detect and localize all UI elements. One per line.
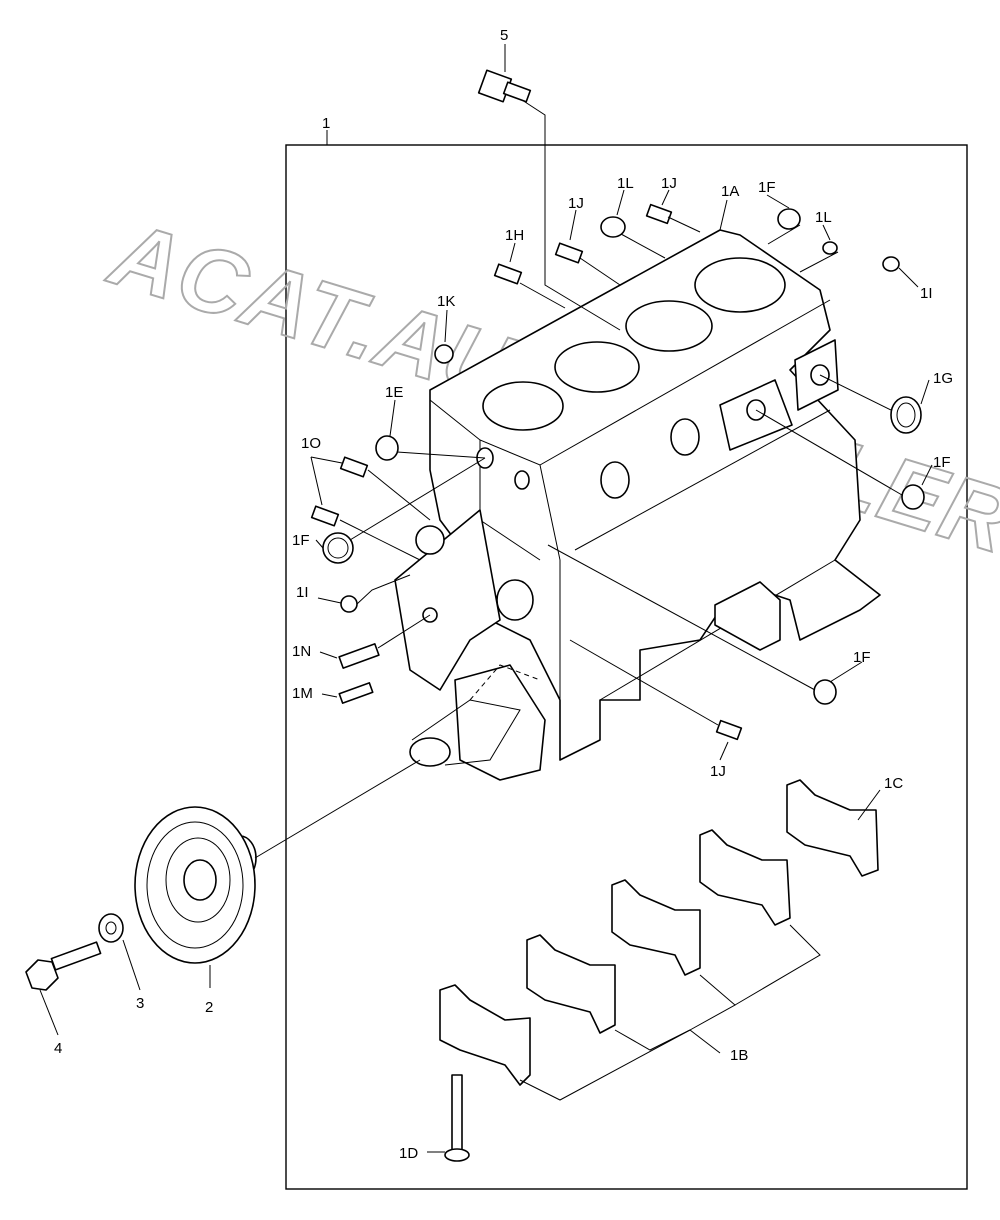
callout-1F-top: 1F: [758, 179, 776, 196]
bolt-4: [25, 941, 102, 991]
callout-1K: 1K: [437, 293, 455, 310]
callout-labels: 5 1 1A 1F 1L 1J 1L 1J 1H 1I 1K 1G 1E 1O …: [54, 27, 953, 1162]
pin-1N: [338, 643, 380, 669]
plug-1O-a: [339, 456, 369, 478]
callout-1F-left: 1F: [292, 532, 310, 549]
callout-1J-top: 1J: [661, 175, 677, 192]
plug-1J-lower: [715, 719, 743, 741]
callout-3: 3: [136, 995, 144, 1012]
cylinder-block: [394, 229, 881, 781]
seal-1F-top: [777, 208, 801, 230]
callout-1J-bottom: 1J: [710, 763, 726, 780]
callout-1F-right: 1F: [933, 454, 951, 471]
seal-1G: [890, 396, 922, 434]
callout-4: 4: [54, 1040, 62, 1057]
cap-1I-right: [882, 256, 900, 272]
callout-1J-top2: 1J: [568, 195, 584, 212]
callout-1N: 1N: [292, 643, 311, 660]
callout-2: 2: [205, 999, 213, 1016]
callout-1: 1: [322, 115, 330, 132]
bearing-cap-4: [699, 829, 791, 926]
assembly-frame: [285, 144, 968, 1190]
cap-1L-right: [822, 241, 838, 255]
callout-1C: 1C: [884, 775, 903, 792]
seal-1F-left: [322, 532, 354, 564]
callout-1A: 1A: [721, 183, 739, 200]
plug-1J-upper: [554, 242, 584, 264]
callout-1L-top: 1L: [617, 175, 634, 192]
callout-1M: 1M: [292, 685, 313, 702]
oil-pressure-switch-5: [477, 69, 532, 103]
callout-1I-left: 1I: [296, 584, 309, 601]
seal-1F-lower: [813, 679, 837, 705]
callout-1O: 1O: [301, 435, 321, 452]
bearing-cap-1C: [786, 779, 879, 877]
washer-3: [98, 913, 124, 943]
callout-1B: 1B: [730, 1047, 748, 1064]
bearing-cap-1: [439, 984, 531, 1086]
crank-pulley-2: [134, 806, 257, 964]
seal-1F-right: [901, 484, 925, 510]
pin-1M: [338, 682, 374, 704]
callout-1G: 1G: [933, 370, 953, 387]
bearing-cap-2: [526, 934, 616, 1034]
callout-1E: 1E: [385, 384, 403, 401]
callout-5: 5: [500, 27, 508, 44]
cap-1K: [434, 344, 454, 364]
plug-1O-b: [310, 505, 340, 527]
callout-1F-lower: 1F: [853, 649, 871, 666]
plug-1J-top: [645, 203, 673, 225]
bearing-cap-3: [611, 879, 701, 976]
cap-1L-top: [600, 216, 626, 238]
seal-1E: [375, 435, 399, 461]
bearing-bolt-1D: [444, 1074, 470, 1162]
leader-lines: [39, 44, 933, 1153]
callout-1D: 1D: [399, 1145, 418, 1162]
plug-1H: [493, 263, 523, 285]
callout-1I-right: 1I: [920, 285, 933, 302]
callout-1H: 1H: [505, 227, 524, 244]
cap-1I-left: [340, 595, 358, 613]
callout-1L-right: 1L: [815, 209, 832, 226]
